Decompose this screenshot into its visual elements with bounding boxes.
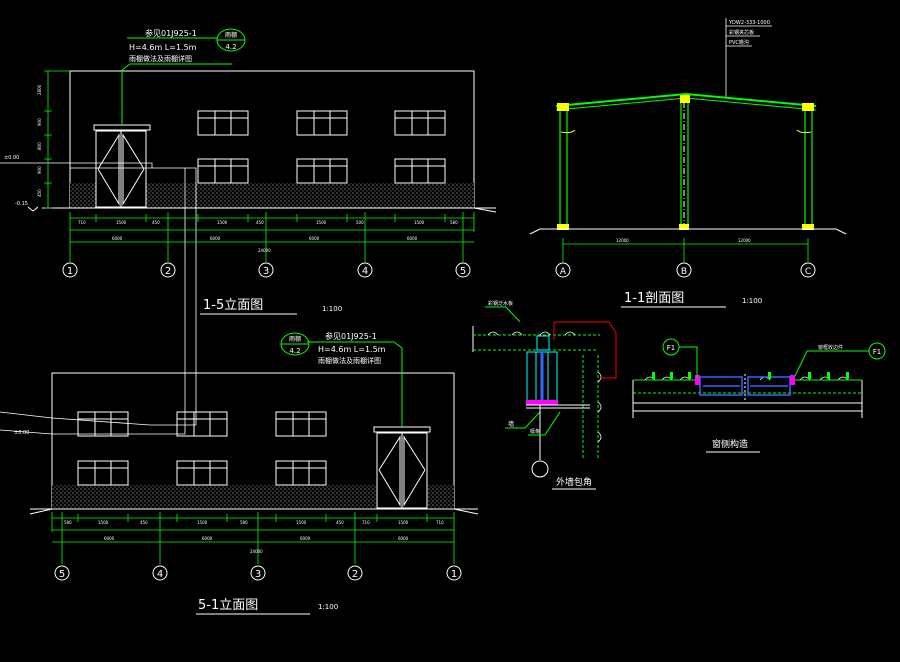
svg-text:±0.00: ±0.00	[14, 430, 29, 436]
section-1-1-title: 1-1剖面图	[624, 291, 684, 306]
axis-label: A	[560, 267, 567, 277]
roof-line	[555, 92, 817, 107]
seg-dim: 710	[362, 520, 370, 525]
axis-label: B	[681, 267, 687, 277]
seg-dim: 450	[152, 220, 160, 225]
section-note-2: 彩钢夹芯板	[729, 29, 754, 36]
upper-windows	[77, 411, 327, 437]
svg-text:±0.00: ±0.00	[4, 155, 19, 161]
span-dim: 6000	[112, 236, 123, 241]
canopy	[93, 124, 151, 131]
elevation-1-5-scale: 1:100	[322, 305, 342, 313]
span-dim: 6000	[104, 536, 115, 541]
seg-dim: 580	[450, 220, 458, 225]
seg-dim: 580	[240, 520, 248, 525]
canopy-tag-top: 雨棚	[225, 31, 237, 39]
section-span-dim: 12000	[616, 238, 629, 243]
span-dim: 6000	[300, 536, 311, 541]
canopy-note-1: 参见01J925-1	[145, 28, 197, 38]
axis-label: 3	[255, 569, 261, 580]
axis-label: 5	[59, 569, 65, 580]
axis-label: 2	[165, 266, 171, 277]
lower-windows	[197, 158, 446, 184]
canopy-note-3: 雨棚做法及雨棚详图	[129, 54, 192, 63]
section-span-dim: 12000	[738, 238, 751, 243]
elevation-1-5: ±0.00 -0.15 2800 900 800 900 450	[0, 28, 497, 425]
seg-dim: 1500	[414, 220, 425, 225]
svg-text:2800: 2800	[37, 84, 42, 95]
axis-label: 4	[157, 569, 163, 580]
seg-dim: 450	[336, 520, 344, 525]
seg-dim: 450	[140, 520, 148, 525]
elevation-1-5-title: 1-5立面图	[203, 298, 263, 313]
seg-dim: 1500	[398, 520, 409, 525]
seg-dim: 710	[78, 220, 86, 225]
canopy	[373, 426, 431, 433]
seg-dim: 710	[436, 520, 444, 525]
seg-dim: 1500	[197, 520, 208, 525]
canopy-note-3: 雨棚做法及雨棚详图	[318, 356, 381, 365]
canopy-tag-bottom: 4.2	[225, 43, 236, 51]
detail-wall-title: 外墙包角	[556, 476, 592, 488]
canopy-tag-bottom: 4.2	[289, 347, 300, 355]
detail-wall-corner: 彩钢泛水板 墙 檩条 外墙包角	[472, 300, 617, 490]
section-note-3: PVC檐沟	[729, 39, 749, 46]
canopy-note-1: 参见01J925-1	[325, 331, 377, 341]
axis-label: 4	[362, 266, 368, 277]
section-1-1-scale: 1:100	[742, 297, 762, 305]
total-dim: 24000	[250, 549, 263, 554]
svg-text:800: 800	[37, 142, 42, 150]
svg-text:900: 900	[37, 118, 42, 126]
upper-windows	[197, 110, 446, 136]
seg-dim: 1500	[316, 220, 327, 225]
axis-label: 1	[451, 569, 457, 580]
canopy-note-2: H=4.6m L=1.5m	[129, 43, 197, 52]
elevation-5-1-scale: 1:100	[318, 603, 338, 611]
svg-text:450: 450	[37, 189, 42, 197]
window-detail-label: 窗框收边件	[818, 344, 843, 351]
axis-label: 5	[460, 266, 466, 277]
span-dim: 6000	[407, 236, 418, 241]
span-dim: 6000	[398, 536, 409, 541]
seg-dim: 1500	[98, 520, 109, 525]
wall-detail-label-top: 彩钢泛水板	[488, 300, 513, 307]
window-tag-right: F1	[873, 348, 881, 356]
span-dim: 6000	[202, 536, 213, 541]
door	[95, 130, 147, 208]
span-dim: 6000	[210, 236, 221, 241]
detail-window-title: 窗侧构造	[712, 438, 748, 450]
seg-dim: 450	[256, 220, 264, 225]
canopy-tag-top: 雨棚	[289, 335, 301, 343]
seg-dim: 500	[356, 220, 364, 225]
seg-dim: 1500	[296, 520, 307, 525]
total-dim: 24000	[258, 248, 271, 253]
seg-dim: 580	[64, 520, 72, 525]
axis-label: 3	[263, 266, 269, 277]
canopy-note-2: H=4.6m L=1.5m	[318, 345, 386, 354]
wall-detail-label-left: 墙	[508, 420, 514, 428]
window-tag-left: F1	[667, 344, 675, 352]
lower-windows	[77, 460, 327, 486]
section-note-1: YDW2-333-1000	[728, 20, 770, 26]
axis-label: 2	[352, 569, 358, 580]
section-1-1: YDW2-333-1000 彩钢夹芯板 PVC檐沟	[529, 18, 847, 308]
wall-detail-label-mid: 檩条	[530, 428, 540, 435]
axis-label: 1	[67, 266, 73, 277]
elevation-5-1: ±0.00 580 1500 450 1500 580 1500 450 710	[0, 331, 479, 615]
axis-label: C	[805, 267, 811, 277]
span-dim: 6000	[309, 236, 320, 241]
svg-text:900: 900	[37, 166, 42, 174]
seg-dim: 1500	[116, 220, 127, 225]
elevation-5-1-title: 5-1立面图	[198, 598, 258, 613]
seg-dim: 1500	[217, 220, 228, 225]
door	[376, 432, 428, 509]
svg-text:-0.15: -0.15	[15, 201, 28, 207]
detail-window-side: F1 F1 窗框收边件 窗侧构造	[632, 338, 886, 453]
